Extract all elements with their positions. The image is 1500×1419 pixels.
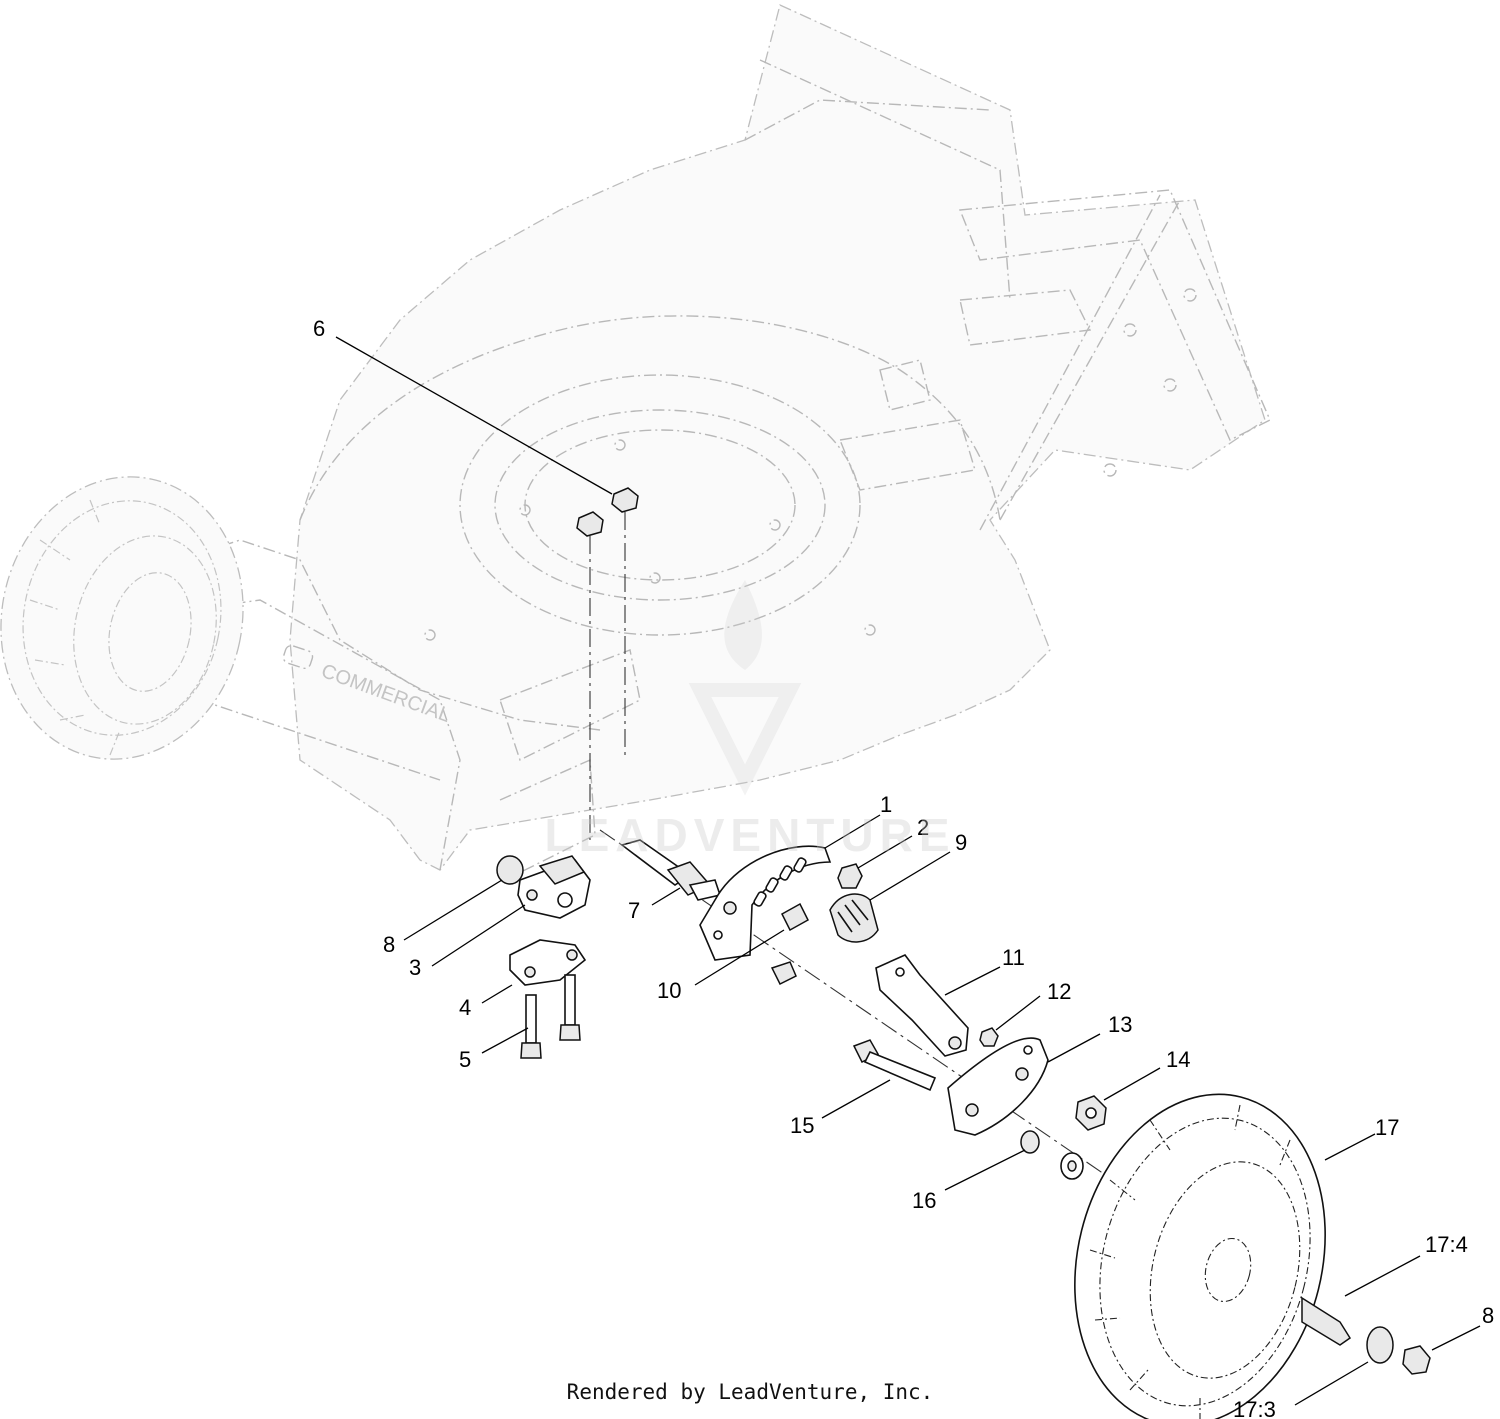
callout-9: 9 [955, 830, 967, 855]
callout-13: 13 [1108, 1012, 1132, 1037]
callout-10: 10 [657, 978, 681, 1003]
mower-deck-phantom: COMMERCIAL [179, 4, 1271, 881]
callout-8-lower: 8 [1482, 1303, 1494, 1328]
rendered-by-footer: Rendered by LeadVenture, Inc. [566, 1380, 934, 1404]
callout-2: 2 [917, 815, 929, 840]
callout-4: 4 [459, 995, 471, 1020]
watermark-text: LEADVENTURE [544, 809, 956, 861]
callout-17-3: 17:3 [1233, 1397, 1276, 1419]
callout-8-upper: 8 [383, 932, 395, 957]
callout-16: 16 [912, 1188, 936, 1213]
callout-3: 3 [409, 955, 421, 980]
callout-6: 6 [313, 316, 325, 341]
callout-11: 11 [1002, 945, 1025, 970]
callout-5: 5 [459, 1047, 471, 1072]
callout-17: 17 [1375, 1115, 1399, 1140]
callout-labels: 6 1 2 9 7 8 3 4 5 10 11 12 13 14 15 16 1… [313, 316, 1494, 1419]
wheel-mount-assembly [852, 1037, 1107, 1180]
part-6-flange-nuts [576, 487, 639, 840]
front-pivot-bracket-assembly [496, 855, 591, 1059]
callout-12: 12 [1047, 979, 1071, 1004]
callout-17-4: 17:4 [1425, 1232, 1468, 1257]
leader-lines [335, 336, 1481, 1406]
watermark-logo-icon [688, 580, 802, 796]
rear-wheel-phantom [0, 476, 244, 760]
callout-14: 14 [1166, 1047, 1190, 1072]
callout-1: 1 [880, 792, 892, 817]
part-17-front-wheel [1074, 1093, 1431, 1419]
callout-7: 7 [628, 898, 640, 923]
callout-15: 15 [790, 1113, 814, 1138]
